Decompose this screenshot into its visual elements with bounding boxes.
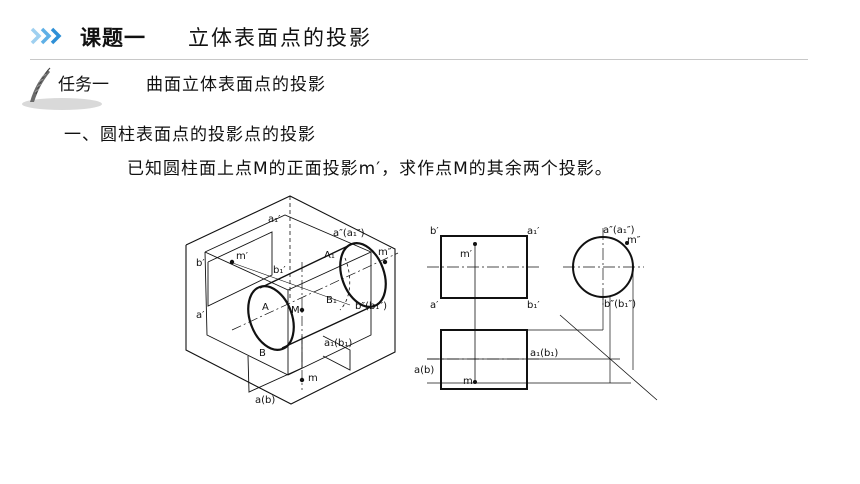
ortho-label-a-prime: a′ (430, 300, 439, 311)
ortho-label-m: m (463, 376, 473, 387)
ortho-label-m-prime: m′ (460, 249, 473, 260)
iso-label-A1: A₁ (324, 250, 335, 261)
ortho-label-a2-a1: a″(a₁″) (603, 225, 635, 236)
ortho-label-b1p: b₁′ (527, 300, 540, 311)
course-title: 立体表面点的投影 (188, 26, 372, 50)
iso-label-B: B (259, 348, 266, 359)
quill-pen-icon (22, 67, 102, 110)
iso-label-b-prime: b′ (196, 258, 205, 269)
iso-label-b2-b1: b″(b₁″) (355, 301, 387, 312)
iso-label-B1: B₁ (326, 295, 337, 306)
task-code: 任务一 (58, 75, 109, 95)
ortho-label-a1-b1: a₁(b₁) (530, 348, 558, 359)
header-divider (30, 59, 808, 60)
iso-label-a-b: a(b) (255, 395, 275, 406)
ortho-label-m2: m″ (627, 235, 641, 246)
ortho-label-b-prime: b′ (430, 226, 439, 237)
ortho-label-a1p: a₁′ (527, 226, 540, 237)
iso-label-a-prime: a′ (196, 310, 205, 321)
iso-label-m2: m″ (378, 247, 392, 258)
problem-statement: 已知圆柱面上点M的正面投影m′，求作点M的其余两个投影。 (127, 159, 613, 179)
iso-label-M: M (291, 305, 300, 316)
section-heading: 一、圆柱表面点的投影点的投影 (64, 125, 316, 145)
iso-label-m: m (308, 373, 318, 384)
course-code: 课题一 (80, 26, 146, 50)
iso-label-A: A (262, 302, 269, 313)
task-title: 曲面立体表面点的投影 (146, 75, 326, 95)
iso-label-m-prime: m′ (236, 251, 249, 262)
iso-label-b1p: b₁′ (273, 265, 286, 276)
iso-label-a1-b1: a₁(b₁) (324, 338, 352, 349)
iso-label-a1p: a₁′ (268, 214, 281, 225)
double-chevron-icon (30, 27, 62, 45)
ortho-label-a-b: a(b) (414, 365, 434, 376)
iso-label-a2-a1: a″(a₁″) (333, 228, 365, 239)
ortho-label-b2-b1: b″(b₁″) (604, 299, 636, 310)
